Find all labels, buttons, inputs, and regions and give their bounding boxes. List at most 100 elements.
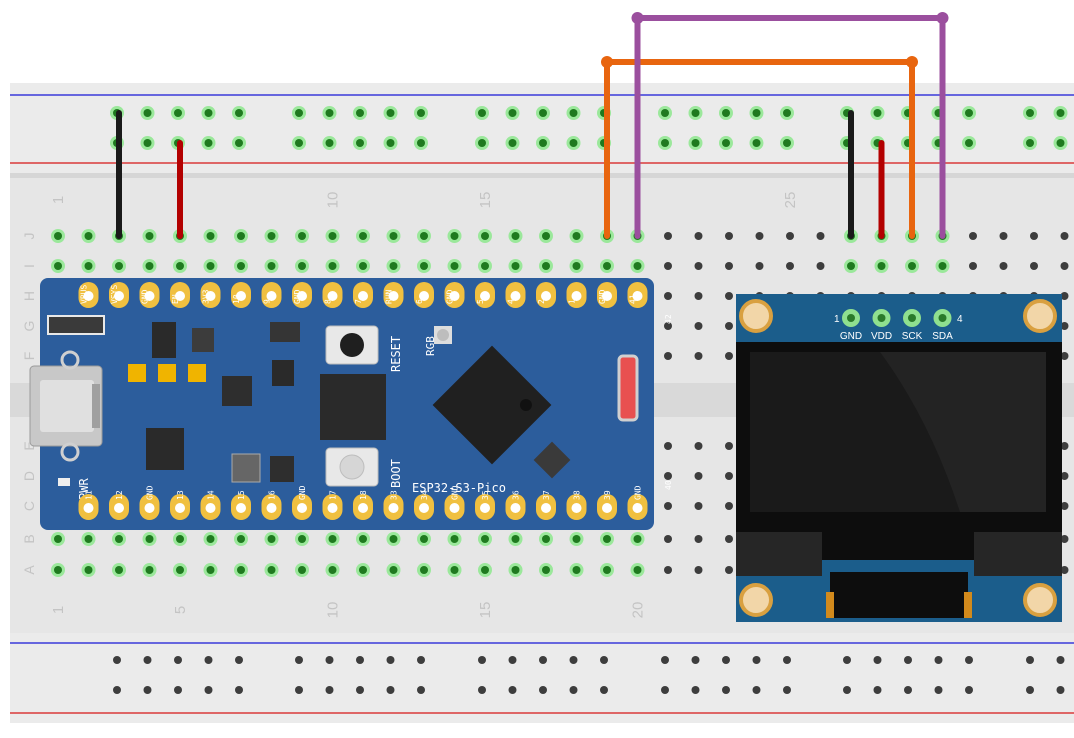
hole-I16 — [511, 262, 520, 270]
rail-top-hole-3-4-1 — [783, 139, 791, 147]
hole-A1 — [54, 566, 62, 574]
top-pin-label-16: 1 — [568, 299, 577, 304]
rail-top-hole-0-2-0 — [174, 109, 182, 117]
rail-bottom-hole-0-2-0 — [174, 656, 182, 664]
hole-J15 — [481, 232, 489, 240]
rail-bottom-hole-0-0-1 — [113, 686, 121, 694]
bottom-pin-label-13: 35 — [481, 490, 490, 500]
hole-I13 — [420, 262, 428, 270]
oled-pin-label-2: SCK — [902, 331, 923, 342]
hole-G34 — [1060, 322, 1069, 330]
hole-B12 — [389, 535, 398, 543]
hole-D23 — [725, 472, 733, 480]
cap-yellow-2 — [158, 364, 176, 382]
hole-G22 — [694, 322, 703, 330]
top-pin-label-18: 41 — [629, 294, 638, 304]
hole-A23 — [725, 566, 733, 574]
bottom-pin-label-3: 13 — [176, 490, 185, 500]
hole-J9 — [298, 232, 306, 240]
rail-top-hole-1-1-0 — [325, 109, 334, 117]
hole-J34 — [1060, 232, 1069, 240]
top-pin-hole-9 — [358, 291, 368, 301]
rgb-led-lens — [437, 329, 449, 341]
hole-A6 — [206, 566, 215, 574]
rail-top-hole-2-1-1 — [508, 139, 517, 147]
hole-I18 — [572, 262, 581, 270]
rail-top-hole-1-3-0 — [386, 109, 395, 117]
hole-I10 — [328, 262, 337, 270]
rail-top-hole-5-0-0 — [1026, 109, 1034, 117]
rail-top-hole-3-3-0 — [752, 109, 761, 117]
rail-top-hole-1-3-1 — [386, 139, 395, 147]
top-pin-hole-16 — [571, 291, 582, 301]
column-number-10: 10 — [325, 602, 342, 619]
mosfet — [270, 456, 294, 482]
hole-B1 — [54, 535, 62, 543]
bottom-pin-label-16: 38 — [573, 490, 582, 500]
hole-I26 — [816, 262, 825, 270]
top-pin-label-5: 10 — [232, 294, 241, 304]
hole-B6 — [206, 535, 215, 543]
hole-J31 — [969, 232, 977, 240]
column-number-5: 5 — [172, 606, 189, 614]
boot-label: BOOT — [389, 459, 403, 488]
rail-bottom-hole-3-4-1 — [783, 686, 791, 694]
rail-bottom-hole-3-1-1 — [691, 686, 700, 694]
hole-A21 — [664, 566, 672, 574]
corner-pin-bottom-label: 40 — [664, 480, 673, 490]
hole-B8 — [267, 535, 276, 543]
rail-bottom-hole-1-1-0 — [325, 656, 334, 664]
hole-A11 — [359, 566, 367, 574]
hole-J11 — [359, 232, 367, 240]
bottom-pin-hole-8 — [327, 503, 338, 513]
row-letter-F: F — [21, 352, 37, 361]
reset-button-cap[interactable] — [340, 333, 364, 357]
hole-A4 — [145, 566, 154, 574]
hole-I20 — [633, 262, 642, 270]
bottom-pin-hole-16 — [571, 503, 582, 513]
boot-button-cap[interactable] — [339, 454, 365, 480]
hole-B22 — [694, 535, 703, 543]
bottom-pin-label-0: 11 — [85, 490, 94, 500]
rgb-label: RGB — [424, 336, 437, 356]
hole-I11 — [359, 262, 367, 270]
hole-B10 — [328, 535, 337, 543]
hole-I12 — [389, 262, 398, 270]
hole-I27 — [847, 262, 855, 270]
rail-bottom-hole-2-1-0 — [508, 656, 517, 664]
hole-A20 — [633, 566, 642, 574]
hole-B9 — [298, 535, 306, 543]
top-pin-label-10: RUN — [385, 289, 394, 304]
small-diamond-chip — [533, 441, 571, 479]
hole-B2 — [84, 535, 93, 543]
regulator-chip — [152, 322, 176, 358]
hole-J14 — [450, 232, 459, 240]
esp32-s3-pico-board: RESET RGB BOOT PWR ESP32-S3-Pico 42 40 V… — [29, 278, 673, 530]
row-letter-B: B — [21, 534, 37, 543]
rail-top-hole-2-0-0 — [478, 109, 486, 117]
hole-A16 — [511, 566, 520, 574]
hole-B11 — [359, 535, 367, 543]
reset-label: RESET — [389, 336, 403, 372]
crystal — [231, 453, 261, 483]
rail-top-hole-0-4-0 — [235, 109, 243, 117]
rail-bottom-hole-2-3-0 — [569, 656, 578, 664]
hole-G21 — [664, 322, 672, 330]
rail-top-hole-4-1-0 — [873, 109, 882, 117]
rail-top-hole-1-0-1 — [295, 139, 303, 147]
rail-bottom-hole-3-3-1 — [752, 686, 761, 694]
rail-bottom-hole-2-1-1 — [508, 686, 517, 694]
bottom-pin-hole-14 — [510, 503, 521, 513]
rail-bottom-hole-4-2-0 — [904, 656, 912, 664]
bottom-pin-hole-15 — [541, 503, 551, 513]
row-letter-C: C — [21, 501, 37, 511]
rail-top-hole-2-2-1 — [539, 139, 547, 147]
top-pin-hole-6 — [266, 291, 277, 301]
rail-bottom-hole-2-0-0 — [478, 656, 486, 664]
hole-C34 — [1060, 502, 1069, 510]
hole-J17 — [542, 232, 550, 240]
hole-I25 — [786, 262, 794, 270]
mount-hole-top — [60, 350, 80, 370]
